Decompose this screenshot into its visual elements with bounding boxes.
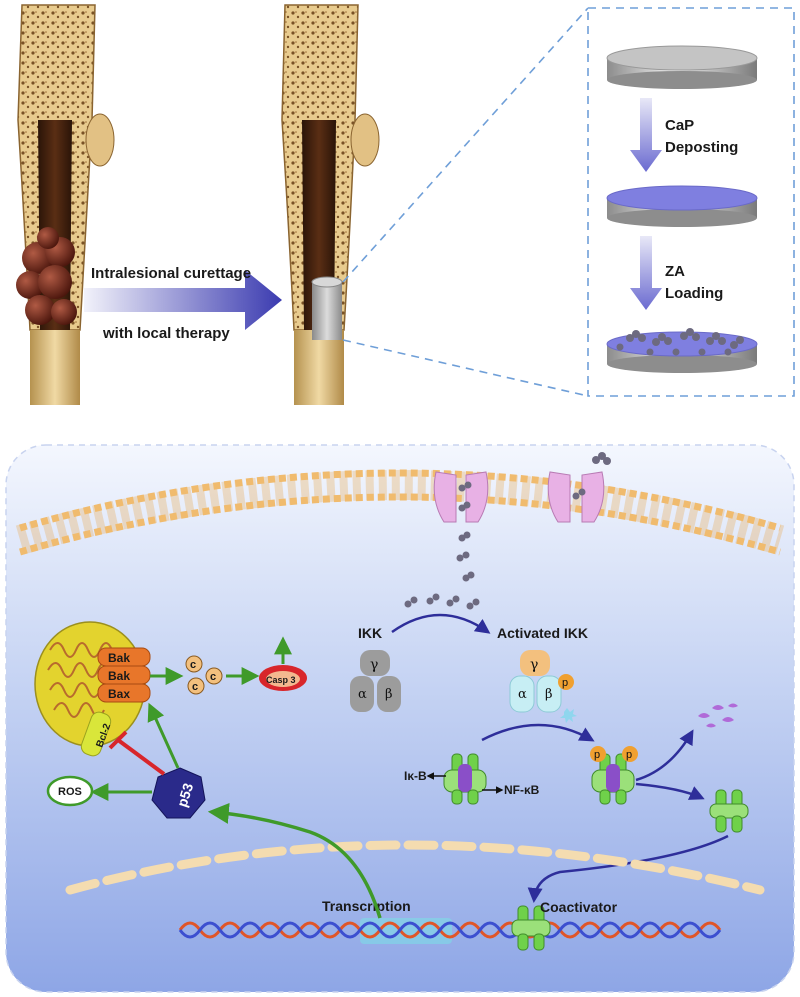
p53-protein (151, 767, 206, 819)
membrane-channel-2 (547, 471, 605, 523)
phospho-ikb-nfkb-complex (590, 746, 638, 805)
ikk-alpha: α (358, 687, 367, 702)
p53-label: p53 (174, 781, 197, 809)
ikk-activation-arrow (391, 613, 491, 634)
phospho-label-2: p (626, 749, 632, 761)
arrow-to-degradation (635, 729, 694, 782)
disc-za-loaded (606, 328, 758, 373)
activated-ikk-complex (509, 650, 577, 723)
cytc-label-2: c (192, 681, 198, 693)
membrane-channel-1 (433, 471, 489, 523)
bax-label: Bax (108, 687, 130, 701)
step2-line1: ZA (665, 263, 685, 280)
cell-membrane (15, 469, 785, 556)
cytochrome-c (185, 655, 223, 695)
disc-cap-coated (606, 185, 758, 227)
cytc-label-1: c (190, 659, 196, 671)
ikb-label: Iκ-B (404, 769, 427, 783)
nuclear-envelope (65, 840, 765, 895)
bak-label: Bak (108, 651, 130, 665)
ikk-complex (350, 650, 401, 712)
ros-badge (46, 775, 94, 807)
arrow-nfkb-to-nucleus (527, 834, 729, 903)
activated-ikk-phospho: p (562, 677, 568, 689)
free-nfkb (709, 789, 749, 833)
step1-line2: Deposting (665, 139, 738, 156)
bone-with-implant (281, 4, 380, 405)
coactivator-label: Coactivator (540, 899, 618, 915)
activated-ikk-beta: β (545, 687, 553, 702)
ikb-nfkb-complex (443, 753, 487, 805)
step2-line2: Loading (665, 285, 723, 302)
za-particles (404, 452, 611, 610)
arrow-label-line2: with local therapy (102, 325, 230, 342)
arrow-label-line1: Intralesional curettage (91, 265, 251, 282)
big-process-arrow (84, 270, 282, 330)
degraded-ikb-fragments (698, 703, 738, 728)
activated-ikk-alpha: α (518, 687, 527, 702)
caspase-3 (259, 665, 307, 691)
arrow-transcription-to-p53 (207, 802, 382, 919)
activated-ikk-label: Activated IKK (497, 625, 588, 641)
casp3-label: Casp 3 (266, 675, 296, 685)
dna-helix (178, 918, 722, 944)
arrow-release-nfkb (635, 782, 705, 800)
activated-ikk-gamma: γ (530, 657, 538, 673)
nfkb-label: NF-κB (504, 783, 540, 797)
disc-bare (606, 45, 758, 89)
cytc-label-3: c (210, 671, 216, 683)
arrow-phosphorylation (481, 723, 595, 742)
bcl2-protein (80, 711, 112, 757)
arrow-down-1 (630, 98, 662, 172)
bak-label-2: Bak (108, 669, 130, 683)
transcription-label: Transcription (322, 898, 411, 914)
bak-bax-cluster (97, 647, 151, 703)
ikk-label: IKK (358, 625, 382, 641)
inhibit-p53-bcl2 (108, 730, 166, 776)
bone-with-tumor (16, 4, 115, 405)
ikk-gamma: γ (370, 657, 378, 673)
ikk-beta: β (385, 687, 393, 702)
step1-line1: CaP (665, 117, 694, 134)
coactivator-protein (511, 905, 551, 951)
arrow-p53-to-bak (147, 702, 180, 769)
ros-label: ROS (58, 786, 82, 798)
phospho-label-1: p (594, 749, 600, 761)
arrow-down-2 (630, 236, 662, 310)
